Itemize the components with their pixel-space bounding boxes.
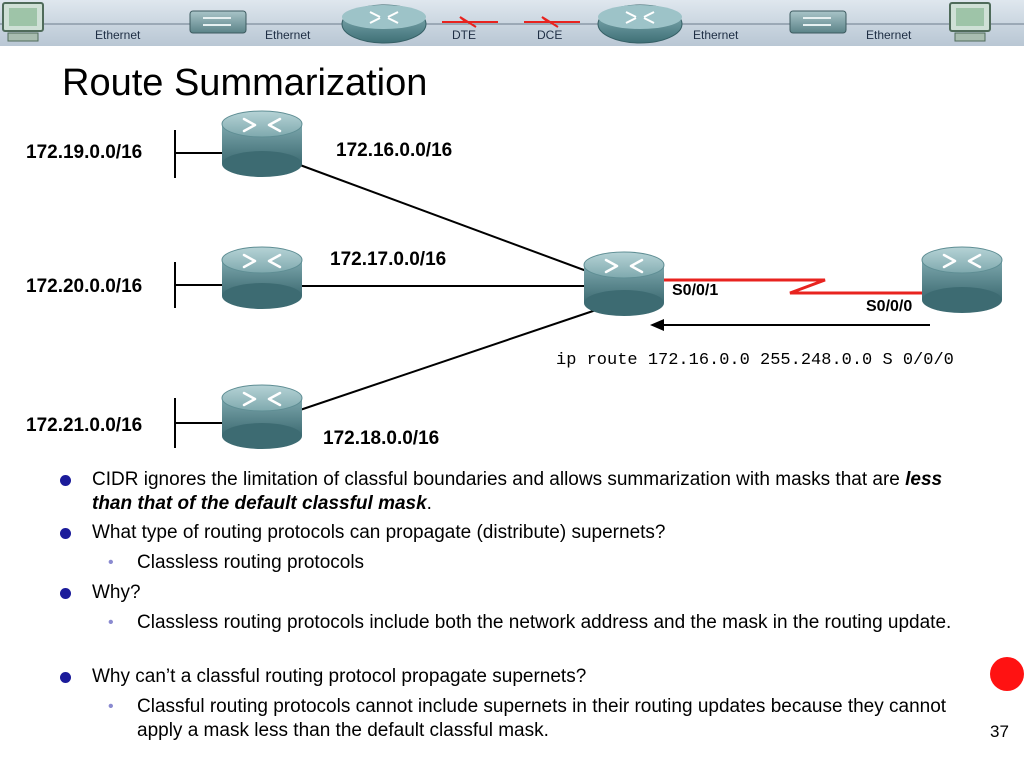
bullet-dot-icon — [60, 672, 71, 683]
bullet-text: Why can’t a classful routing protocol pr… — [92, 666, 587, 687]
emphasis-text: less than that of the default classful m… — [92, 469, 943, 514]
network-label: 172.21.0.0/16 — [26, 415, 143, 436]
sub-bullet-text: Classless routing protocols — [137, 552, 365, 573]
arrow-head-icon — [650, 319, 664, 331]
router-icon — [341, 4, 427, 44]
link-network-label: 172.16.0.0/16 — [336, 140, 453, 161]
banner-label-ethernet: Ethernet — [95, 28, 141, 42]
diagram-graphic — [174, 110, 1003, 449]
router-icon — [583, 251, 665, 316]
static-route-command: ip route 172.16.0.0 255.248.0.0 S 0/0/0 — [556, 351, 954, 370]
bullet-dot-icon — [60, 475, 71, 486]
topology-banner-graphic — [0, 2, 1024, 44]
bullet-text: What type of routing protocols can propa… — [92, 522, 666, 543]
sub-bullet-dot-icon: • — [108, 614, 114, 631]
header-banner: Ethernet Ethernet DTE DCE Ethernet Ether… — [0, 0, 1024, 46]
interface-label: S0/0/0 — [866, 298, 913, 315]
switch-icon — [189, 10, 247, 34]
network-label: 172.20.0.0/16 — [26, 276, 143, 297]
slide-number: 37 — [990, 722, 1009, 741]
pc-icon — [949, 2, 991, 42]
page-title: Route Summarization — [62, 62, 428, 104]
sub-bullet-text: Classful routing protocols cannot includ… — [137, 696, 947, 741]
router-icon — [221, 110, 303, 177]
bullet-text-part: CIDR ignores the limitation of classful … — [92, 469, 906, 490]
router-icon — [597, 4, 683, 44]
banner-label-dte: DTE — [452, 28, 476, 42]
record-indicator-icon — [990, 657, 1024, 691]
bullet-dot-icon — [60, 528, 71, 539]
serial-link-line — [664, 278, 922, 295]
banner-label-ethernet: Ethernet — [866, 28, 912, 42]
sub-bullet-text: Classless routing protocols include both… — [137, 612, 952, 633]
router-icon — [221, 246, 303, 309]
network-label: 172.19.0.0/16 — [26, 142, 143, 163]
banner-label-dce: DCE — [537, 28, 563, 42]
bullet-text: CIDR ignores the limitation of classful … — [92, 468, 952, 516]
bullet-text-part: . — [426, 493, 432, 514]
link-line — [299, 309, 597, 411]
router-icon — [921, 246, 1003, 313]
pc-icon — [2, 2, 44, 42]
sub-bullet-dot-icon: • — [108, 554, 114, 571]
banner-label-ethernet: Ethernet — [693, 28, 739, 42]
link-line — [299, 164, 593, 274]
router-icon — [221, 384, 303, 449]
sub-bullet-dot-icon: • — [108, 698, 114, 715]
link-network-label: 172.18.0.0/16 — [323, 428, 440, 449]
banner-label-ethernet: Ethernet — [265, 28, 311, 42]
switch-icon — [789, 10, 847, 34]
link-network-label: 172.17.0.0/16 — [330, 249, 447, 270]
interface-label: S0/0/1 — [672, 282, 719, 299]
network-diagram: 172.19.0.0/16 172.20.0.0/16 172.21.0.0/1… — [0, 110, 1024, 460]
bullet-dot-icon — [60, 588, 71, 599]
bullet-text: Why? — [92, 582, 141, 603]
